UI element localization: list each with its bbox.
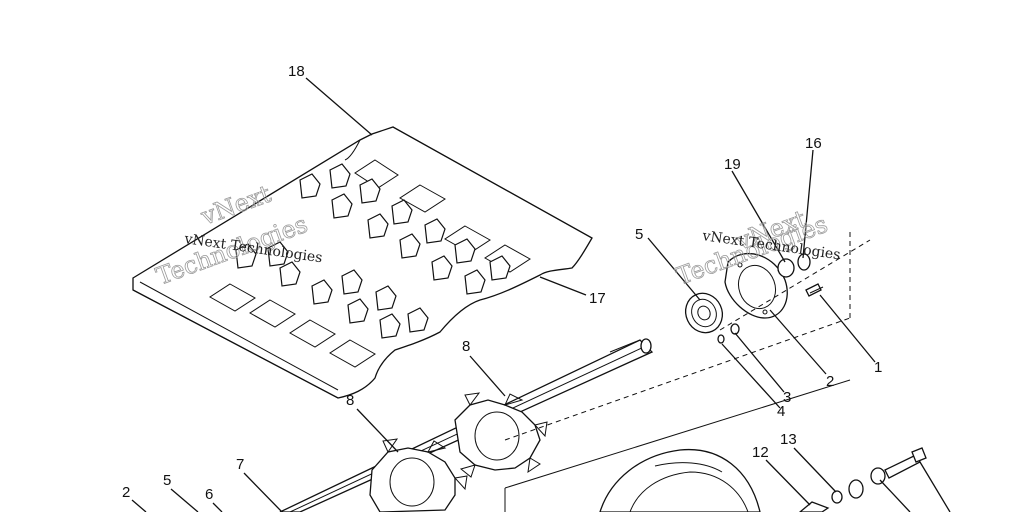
callout-2-lower: 2 [122,484,130,501]
callout-3: 3 [783,389,791,406]
callout-2-upper: 2 [826,373,834,390]
callout-7: 7 [236,456,244,473]
washer-3 [730,323,740,335]
callout-12: 12 [752,444,769,461]
axle-hardware [798,447,927,512]
sprocket-upper [454,392,548,478]
callout-17: 17 [589,290,606,307]
leader-lines [131,77,951,512]
callout-5-upper: 5 [635,226,643,243]
callout-19: 19 [724,156,741,173]
callout-18: 18 [288,63,305,80]
track-belt [132,126,593,399]
flange-plate [724,253,788,319]
callout-8-lower: 8 [346,392,354,409]
idler-wheel [504,379,851,512]
track-lugs [235,163,511,339]
callout-4: 4 [777,403,785,420]
callout-6: 6 [205,486,213,503]
nut-4 [717,334,725,344]
ring-19 [777,258,795,278]
callout-13: 13 [780,431,797,448]
axis-line [719,239,871,331]
callout-numbers: 18 17 19 16 5 1 2 3 4 8 8 7 6 5 2 12 13 [122,63,882,503]
sprocket-lower [369,438,468,512]
callout-5-lower: 5 [163,472,171,489]
callout-16: 16 [805,135,822,152]
callout-8-upper: 8 [462,338,470,355]
bearing [684,292,724,334]
bolt-1 [805,283,824,297]
callout-1: 1 [874,359,882,376]
axis-line-3 [504,317,851,441]
